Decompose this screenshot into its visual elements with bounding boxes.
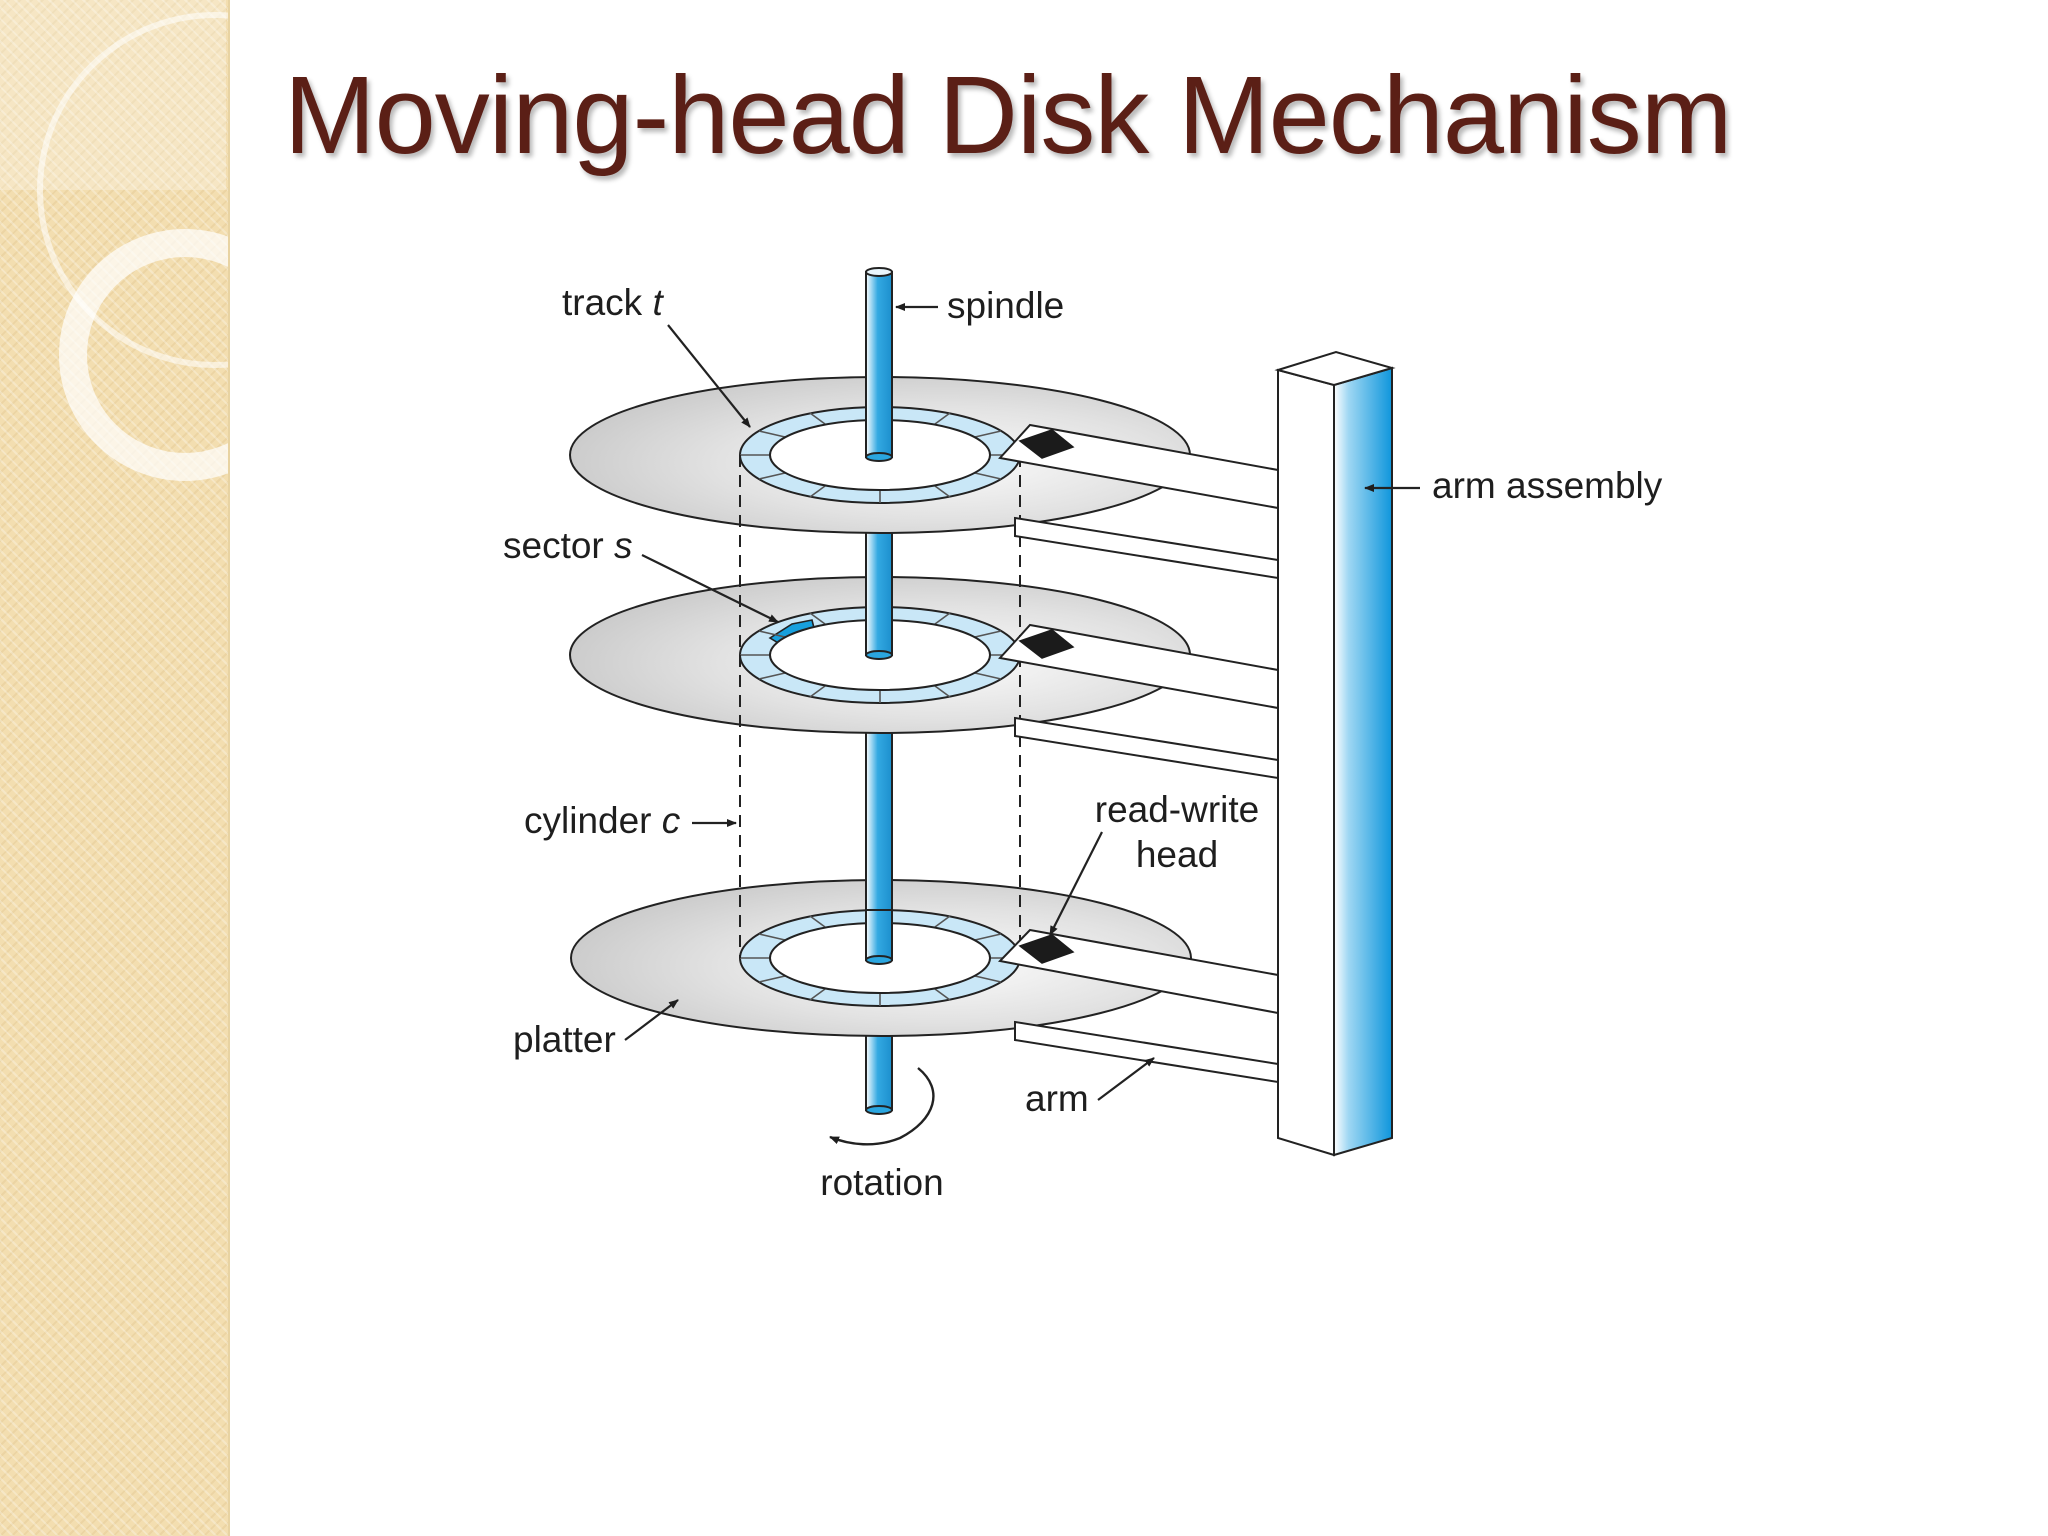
decorative-side-panel	[0, 0, 230, 1536]
decorative-rectangle	[0, 0, 226, 190]
track-label: track t	[562, 282, 664, 323]
cylinder-dashed-lines	[739, 455, 1021, 958]
rotation-label: rotation	[820, 1162, 943, 1203]
arm-label: arm	[1025, 1078, 1089, 1119]
read-write-heads	[1018, 429, 1075, 964]
spindle-top	[865, 271, 893, 458]
arm-assembly-label: arm assembly	[1432, 465, 1663, 506]
sector-leader	[641, 554, 779, 623]
arm-assembly-pillar	[1274, 350, 1396, 1157]
cylinder-label: cylinder c	[524, 800, 681, 841]
sector-label: sector s	[503, 525, 633, 566]
read-write-label-line2: head	[1136, 834, 1218, 875]
spindle-end-cap	[865, 1105, 893, 1115]
read-write-leader	[1049, 831, 1103, 936]
rotation-arrow	[829, 1067, 935, 1146]
spindle-label: spindle	[947, 285, 1064, 326]
decorative-rings	[37, 12, 228, 481]
spindle-lower	[865, 1029, 893, 1111]
decorative-ring-large	[37, 12, 228, 368]
read-write-label-line1: read-write	[1095, 789, 1260, 830]
slide-title: Moving-head Disk Mechanism	[284, 54, 1732, 177]
track-leader	[667, 324, 751, 428]
spindle-top-cap	[865, 267, 893, 277]
platter-leader	[624, 999, 679, 1041]
platter-label: platter	[513, 1019, 616, 1060]
arm-leader	[1097, 1057, 1155, 1101]
spindle-lower-mid	[865, 904, 893, 961]
decorative-ring-small	[59, 229, 228, 481]
